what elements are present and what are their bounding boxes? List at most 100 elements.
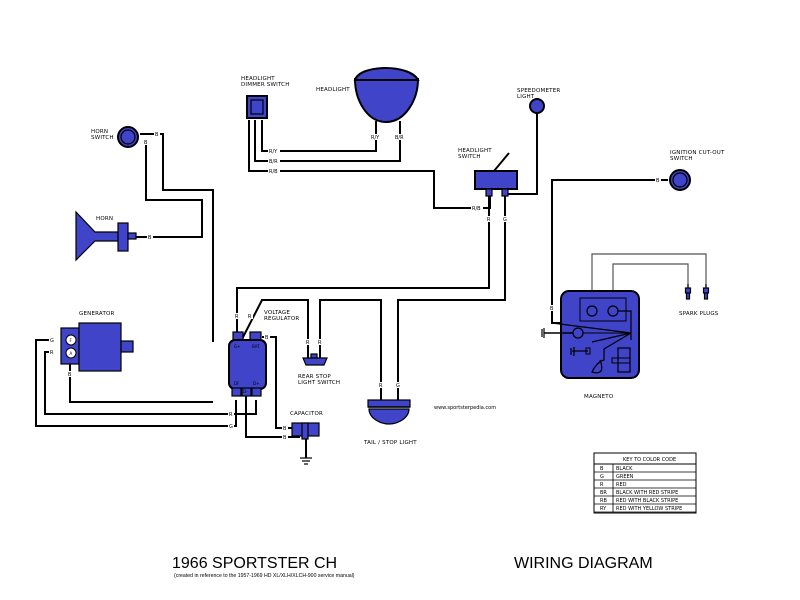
color-key-code: G — [600, 474, 604, 480]
magneto-label: MAGNETO — [584, 394, 614, 400]
ignition-cutout-label-2: SWITCH — [670, 156, 693, 162]
spark-plug-1 — [684, 284, 692, 300]
regulator-terminal-bat: BAT — [252, 344, 260, 349]
headlight-dimmer-switch: HEADLIGHT DIMMER SWITCH — [241, 76, 290, 119]
regulator-terminal-dplus: D+ — [253, 381, 259, 386]
spark-plug-2 — [702, 284, 710, 300]
voltage-regulator: G+ BAT DF D+ D- VOLTAGE REGULATOR — [228, 310, 299, 397]
ignition-cutout-label-1: IGNITION CUT-OUT — [670, 150, 725, 156]
horn-switch: HORN SWITCH — [91, 126, 139, 148]
diagram-heading: WIRING DIAGRAM — [514, 555, 653, 572]
wire-spark-plug-2 — [612, 263, 689, 310]
color-key-color: RED WITH BLACK STRIPE — [616, 498, 678, 504]
color-key-color: GREEN — [616, 474, 634, 480]
wire-label-r-tail: R — [379, 383, 383, 389]
wire-label-r-regulator-1: R — [235, 314, 239, 320]
wire-label-g-gen-reg: G — [229, 424, 233, 430]
color-key-table: KEY TO COLOR CODE B BLACK G GREEN R RED BR BLAC… — [593, 452, 697, 514]
rear-stop-switch-label-2: LIGHT SWITCH — [298, 380, 340, 386]
rear-stop-switch-label-1: REAR STOP — [298, 374, 331, 380]
wire-label-r-gen-reg: R — [229, 412, 233, 418]
wire-label-br: B/R — [269, 159, 278, 165]
generator-terminal-f: F — [70, 338, 73, 343]
headlight-label: HEADLIGHT — [316, 87, 350, 93]
wire-label-r-switch: R — [487, 217, 491, 223]
color-key-color: RED WITH YELLOW STRIPE — [616, 506, 682, 512]
wire-label-g-tail: G — [396, 383, 400, 389]
magneto: MAGNETO — [541, 290, 640, 400]
voltage-regulator-label-1: VOLTAGE — [264, 310, 290, 316]
wire-label-br-headlight: B/R — [395, 135, 404, 141]
color-key-code: BR — [600, 490, 607, 496]
color-key-row: G GREEN — [594, 472, 696, 481]
wire-r-stop-tail — [319, 299, 382, 400]
dimmer-switch-body — [246, 95, 268, 119]
headlight-switch-label-1: HEADLIGHT — [458, 148, 492, 154]
wire-label-b-horn-switch-2: B — [144, 140, 148, 146]
color-key-code: R — [600, 482, 604, 488]
color-key-code: B — [600, 466, 604, 472]
wire-label-rb: R/B — [269, 169, 278, 175]
headlight-body — [353, 78, 420, 124]
wire-label-b-horn-switch-1: B — [155, 132, 159, 138]
regulator-terminal-df: DF — [234, 381, 240, 386]
headlight: HEADLIGHT — [316, 67, 420, 137]
speedometer-light-label-2: LIGHT — [517, 94, 535, 100]
wire-label-b-ignition: B — [656, 178, 660, 184]
color-key-row: BR BLACK WITH RED STRIPE — [594, 488, 696, 497]
diagram-subtitle: (created in reference to the 1957-1969 H… — [174, 573, 355, 579]
generator-body — [78, 322, 122, 372]
wire-spark-plug-1 — [591, 253, 707, 310]
speedometer-light: SPEEDOMETER LIGHT — [517, 88, 560, 114]
wire-label-r-regulator-2: R — [248, 314, 252, 320]
wire-label-g-switch: G — [503, 217, 507, 223]
wire-ry-dimmer-headlight — [261, 120, 377, 152]
wire-label-r-stop-2: R — [318, 340, 322, 346]
wire-g-headlight-switch — [397, 196, 506, 400]
color-key-row: RY RED WITH YELLOW STRIPE — [594, 504, 696, 513]
capacitor: CAPACITOR — [290, 411, 323, 440]
ground-symbol — [300, 457, 312, 465]
wire-label-b-generator: B — [68, 372, 72, 378]
color-key-color: BLACK WITH RED STRIPE — [616, 490, 678, 496]
regulator-terminal-dminus: D- — [243, 389, 248, 394]
dimmer-switch-label-2: DIMMER SWITCH — [241, 82, 290, 88]
color-key-color: RED — [616, 482, 627, 488]
color-key-code: RY — [600, 506, 607, 512]
horn-switch-label-2: SWITCH — [91, 135, 114, 141]
wire-b-horn-switch-2 — [134, 142, 203, 238]
headlight-switch-body — [474, 170, 518, 190]
horn-switch-label-1: HORN — [91, 129, 108, 135]
color-key-color: BLACK — [616, 466, 633, 472]
capacitor-label: CAPACITOR — [290, 411, 323, 417]
wire-label-ry: R/Y — [269, 149, 278, 155]
color-key-title: KEY TO COLOR CODE — [623, 457, 676, 463]
generator-terminal-a: A — [70, 351, 73, 356]
wires — [35, 113, 707, 458]
ignition-cutout-switch: IGNITION CUT-OUT SWITCH — [669, 150, 725, 191]
wire-label-g-generator: G — [50, 338, 54, 344]
wire-br-dimmer-headlight — [254, 120, 401, 162]
watermark: www.sportsterpedia.com — [434, 405, 496, 411]
wire-label-rb-switch: R/B — [472, 206, 481, 212]
wire-label-b-regulator: B — [265, 335, 269, 341]
wire-label-b-capacitor-1: B — [283, 426, 287, 432]
wire-label-b-horn: B — [148, 235, 152, 241]
dimmer-switch-label-1: HEADLIGHT — [241, 76, 275, 82]
wire-rb-dimmer-headlight-switch — [248, 120, 491, 209]
rear-stop-light-switch: REAR STOP LIGHT SWITCH — [298, 353, 340, 386]
horn: HORN — [75, 210, 137, 262]
wire-r-headlight-switch — [236, 196, 490, 332]
wire-label-r-stop-1: R — [306, 340, 310, 346]
tail-stop-light: TAIL / STOP LIGHT — [363, 399, 417, 446]
horn-label: HORN — [96, 216, 113, 222]
wire-label-r-generator: R — [50, 350, 54, 356]
tail-light-lens — [368, 408, 410, 425]
generator-label: GENERATOR — [79, 311, 115, 317]
tail-stop-light-label: TAIL / STOP LIGHT — [363, 440, 417, 446]
wire-labels: R/Y B/R R/B R/Y B/R R/B R G B B B B B G … — [49, 131, 661, 441]
speedometer-light-label-1: SPEEDOMETER — [517, 88, 560, 94]
generator: F A GENERATOR — [60, 311, 134, 372]
